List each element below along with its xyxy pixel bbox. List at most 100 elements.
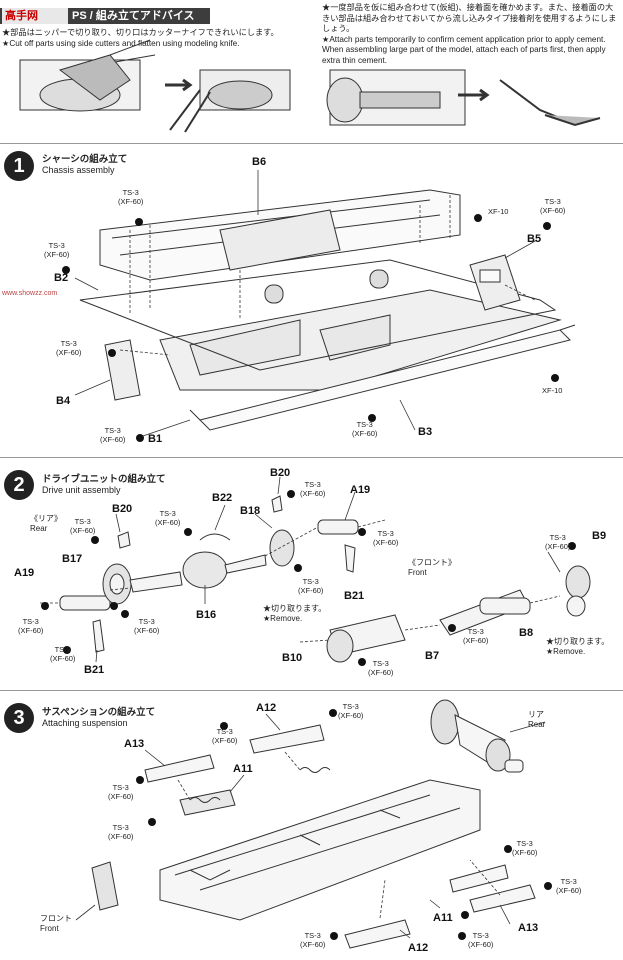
front-label: 《フロント》 Front [408, 558, 456, 578]
remove-note-2: ★切り取ります。 ★Remove. [546, 637, 609, 657]
step-2-number: 2 [4, 470, 34, 500]
watermark-text: www.showzz.com [2, 290, 58, 297]
cement-paint: (XF-60) [118, 196, 144, 206]
step-2-title-jp: ドライブユニットの組み立て [42, 474, 166, 485]
cement-ts3: TS-3(XF-60) [50, 645, 75, 663]
cement-code: TS-3 [516, 839, 533, 848]
rear-jp: 《リア》 [30, 514, 62, 523]
front-en: Front [40, 924, 59, 933]
cement-paint: (XF-60) [338, 710, 364, 720]
cement-code: TS-3 [549, 533, 566, 542]
part-a11-label: A11 [233, 763, 253, 775]
cement-ts3: TS-3(XF-60) [300, 480, 326, 498]
part-a13-label: A13 [124, 738, 145, 750]
part-b1-label: B1 [148, 433, 163, 445]
cement-code: TS-3 [48, 241, 65, 250]
part-b2-label: B2 [54, 272, 69, 284]
rear-label: 《リア》 Rear [30, 514, 62, 534]
cement-code: TS-3 [159, 509, 176, 518]
cement-ts3: TS-3(XF-60) [300, 931, 325, 949]
cement-paint: (XF-60) [44, 249, 70, 259]
tips-note-left-jp: ★部品はニッパーで切り取り、切り口はカッターナイフできれいにします。 [2, 28, 279, 37]
tips-header-bar: 高手网 PS / 組み立てアドバイス [0, 8, 210, 24]
rear-label-step3: リア Rear [528, 710, 545, 730]
tips-note-right-en: ★Attach parts temporarily to confirm cem… [322, 34, 606, 65]
cement-paint: (XF-60) [373, 537, 399, 547]
cement-paint: (XF-60) [212, 735, 238, 745]
cement-code: TS-3 [60, 339, 77, 348]
part-b3-label: B3 [418, 426, 433, 438]
cement-code: TS-3 [74, 517, 91, 526]
cement-paint: (XF-60) [155, 517, 181, 527]
cement-ts3: TS-3(XF-60) [373, 529, 399, 547]
part-b21-label: B21 [84, 664, 105, 676]
part-b5-label: B5 [527, 233, 542, 245]
cement-ts3: TS-3(XF-60) [70, 517, 95, 535]
step-1-title-en: Chassis assembly [42, 165, 115, 175]
part-b6-label: B6 [252, 156, 267, 168]
cement-paint: (XF-60) [300, 488, 326, 498]
cement-ts3: TS-3(XF-60) [368, 659, 393, 677]
cement-code: TS-3 [302, 577, 319, 586]
cement-ts3: TS-3(XF-60) [108, 823, 134, 841]
cement-code: TS-3 [104, 426, 121, 435]
part-a19-label: A19 [350, 484, 371, 496]
cement-code: TS-3 [304, 480, 321, 489]
part-b7-label: B7 [425, 650, 440, 662]
step-2-heading: ドライブユニットの組み立て Drive unit assembly [42, 474, 166, 496]
cement-ts3-2: TS-3(XF-60) [44, 241, 70, 259]
tips-note-right-jp: ★一度部品を仮に組み合わせて(仮組)、接着面を確かめます。また、接着面の大きい部… [322, 3, 617, 33]
cement-code: TS-3 [356, 420, 373, 429]
cement-code: TS-3 [372, 659, 389, 668]
cement-ts3: TS-3(XF-60) [212, 727, 238, 745]
part-b9-label: B9 [592, 530, 607, 542]
tips-illustrations [19, 39, 601, 133]
step-2-title-en: Drive unit assembly [42, 485, 121, 495]
cement-code: TS-3 [544, 197, 561, 206]
step-1-title-jp: シャーシの組み立て [42, 154, 128, 165]
cement-ts3: TS-3(XF-60) [545, 533, 570, 551]
front-en: Front [408, 568, 427, 577]
cement-ts3: TS-3(XF-60) [108, 783, 133, 801]
rear-en: Rear [30, 524, 48, 533]
tips-note-left: ★部品はニッパーで切り取り、切り口はカッターナイフできれいにします。 ★Cut … [2, 28, 312, 49]
front-label-step3: フロント Front [40, 914, 72, 934]
cement-code: TS-3 [472, 931, 489, 940]
part-b22-label: B22 [212, 492, 233, 504]
cement-ts3-3: TS-3(XF-60) [540, 197, 566, 215]
step-1-heading: シャーシの組み立て Chassis assembly [42, 154, 127, 176]
divider [0, 143, 623, 144]
cement-paint: (XF-60) [540, 205, 566, 215]
cement-paint: (XF-60) [298, 585, 324, 595]
part-a13-label: A13 [518, 922, 539, 934]
part-a19-label: A19 [14, 567, 35, 579]
cement-ts3-1: TS-3(XF-60) [118, 188, 144, 206]
cement-paint: (XF-60) [100, 434, 126, 444]
cement-paint: (XF-60) [352, 428, 378, 438]
cement-code: TS-3 [342, 702, 359, 711]
cement-code: TS-3 [112, 783, 129, 792]
cement-paint: (XF-60) [468, 939, 494, 949]
cement-ts3: TS-3(XF-60) [134, 617, 160, 635]
tips-title: PS / 組み立てアドバイス [72, 10, 195, 22]
remove-en: ★Remove. [263, 614, 303, 623]
divider [0, 690, 623, 691]
rear-jp: リア [528, 710, 544, 719]
front-jp: フロント [40, 914, 72, 923]
cement-paint: (XF-60) [512, 847, 538, 857]
cement-code: TS-3 [304, 931, 321, 940]
cement-ts3: TS-3(XF-60) [468, 931, 494, 949]
cement-paint: (XF-60) [108, 831, 134, 841]
step-3-heading: サスペンションの組み立て Attaching suspension [42, 707, 155, 729]
divider [0, 457, 623, 458]
cement-code: TS-3 [122, 188, 139, 197]
cement-code: TS-3 [54, 645, 71, 654]
cement-code: TS-3 [467, 627, 484, 636]
step-3-title-en: Attaching suspension [42, 718, 128, 728]
cement-paint: (XF-60) [56, 347, 82, 357]
part-b21-label: B21 [344, 590, 365, 602]
cement-paint: (XF-60) [134, 625, 160, 635]
cement-ts3: TS-3(XF-60) [18, 617, 43, 635]
